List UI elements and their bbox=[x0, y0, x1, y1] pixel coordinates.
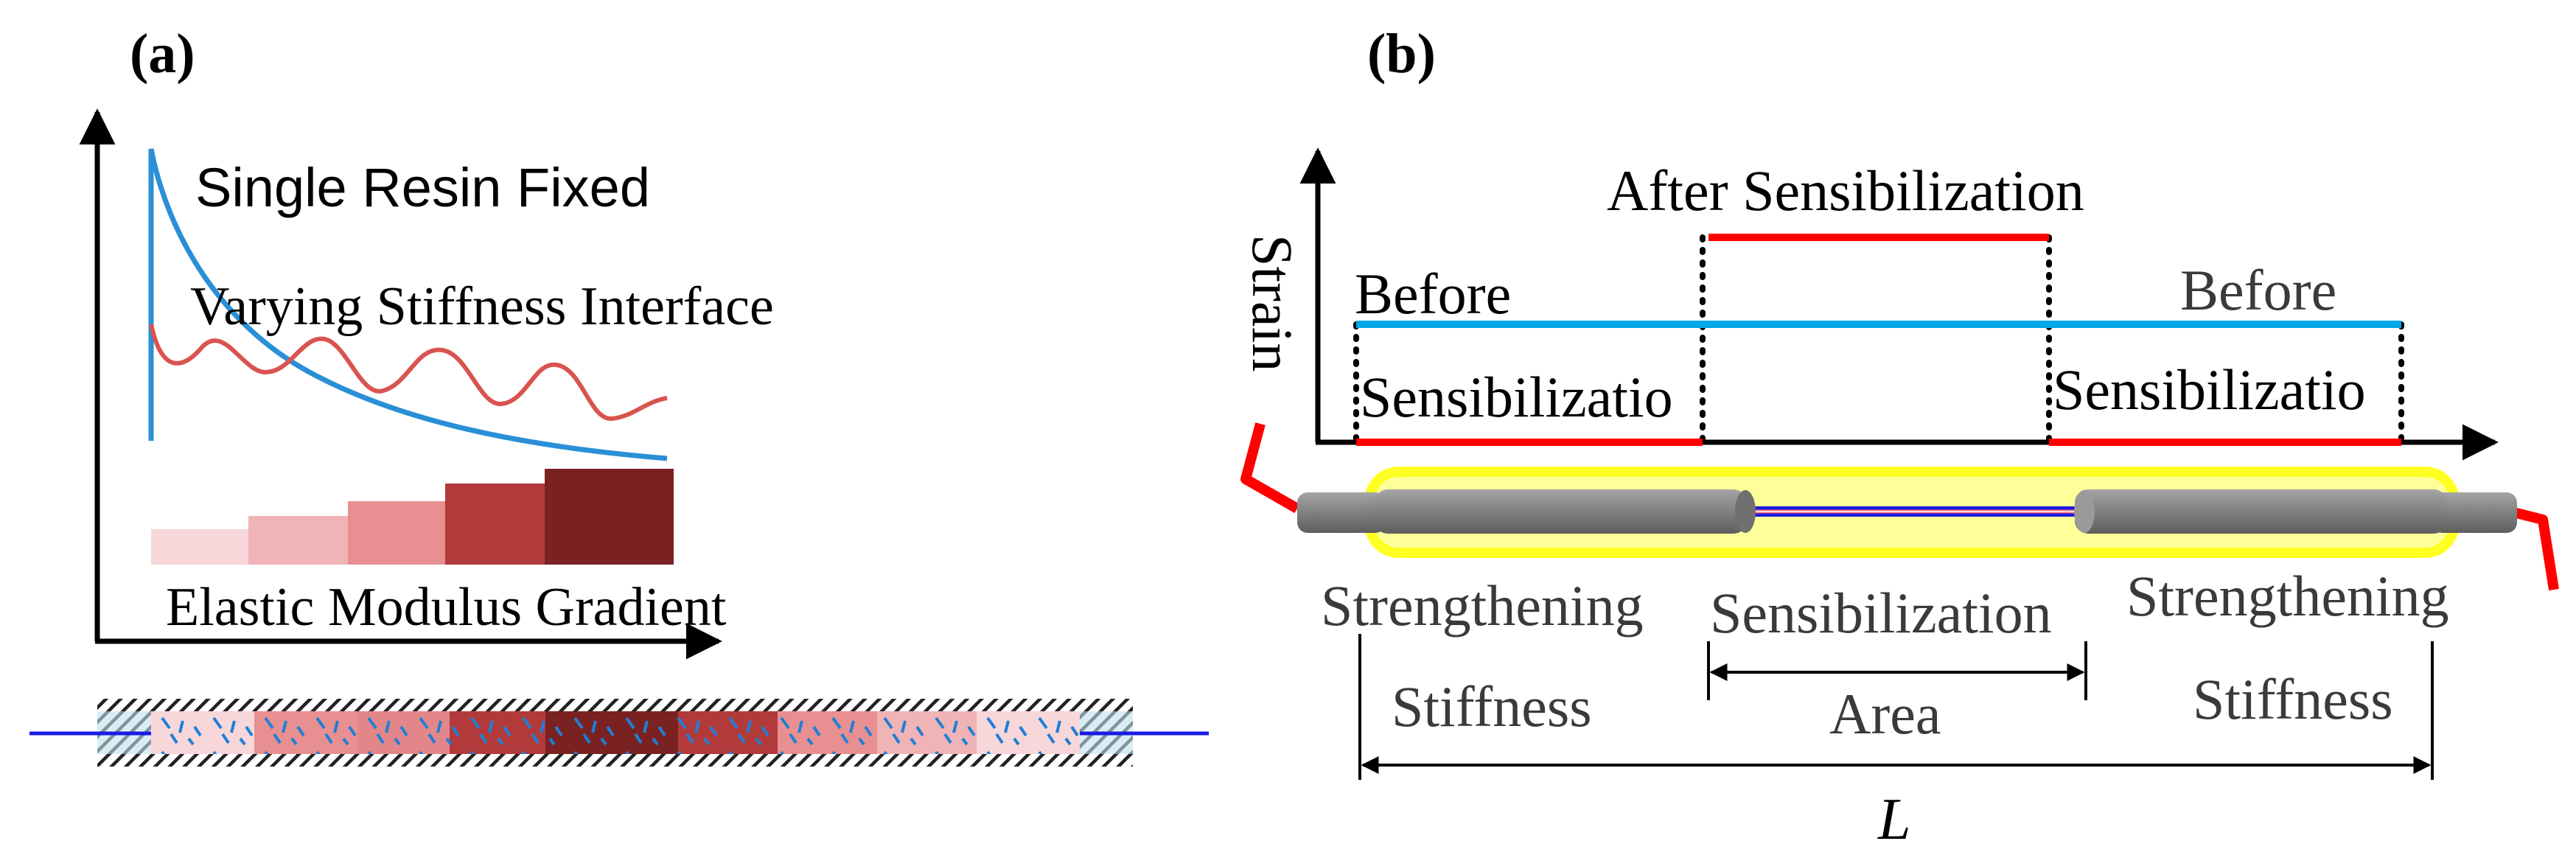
single-resin-label: Single Resin Fixed bbox=[195, 157, 650, 218]
varying-stiffness-curve bbox=[149, 324, 668, 421]
gradient-step-4 bbox=[445, 484, 545, 565]
before-left-line1: Before bbox=[1355, 262, 1511, 326]
tube-end-right bbox=[2432, 492, 2517, 533]
panel-a: (a) Single Resin Fixed Varying Stiffness… bbox=[29, 23, 1209, 767]
before-right-line1: Before bbox=[2180, 258, 2336, 322]
before-right-line2: Sensibilizatio bbox=[2053, 357, 2366, 422]
gradient-step-3 bbox=[348, 501, 445, 565]
panel-b-label: (b) bbox=[1367, 23, 1436, 85]
left-region-line2: Stiffness bbox=[1392, 674, 1592, 739]
single-resin-curve bbox=[148, 148, 668, 461]
lead-wire-left bbox=[1240, 422, 1300, 514]
tube-cap-right bbox=[2074, 490, 2095, 533]
gradient-sensor bbox=[29, 699, 1209, 767]
region-dividers bbox=[1353, 234, 2404, 445]
strengthening-tube-left bbox=[1375, 489, 1747, 534]
sensor-fibers-overlay bbox=[151, 711, 1080, 754]
middle-region-line2: Area bbox=[1829, 682, 1941, 746]
right-region-line2: Stiffness bbox=[2193, 667, 2393, 731]
middle-region-line1: Sensibilization bbox=[1710, 581, 2052, 645]
length-label: L bbox=[1877, 787, 1911, 852]
gradient-step-2 bbox=[248, 516, 348, 565]
strengthened-sensor bbox=[1240, 422, 2559, 591]
right-region-line1: Strengthening bbox=[2126, 564, 2449, 628]
tube-cap-left bbox=[1735, 490, 1756, 533]
strain-axis-label: Strain bbox=[1240, 234, 1305, 371]
gradient-label: Elastic Modulus Gradient bbox=[166, 577, 727, 638]
tube-end-left bbox=[1297, 492, 1386, 533]
gradient-step-5 bbox=[545, 469, 674, 565]
panel-b: (b) Strain After Sensibilization Before … bbox=[1240, 23, 2559, 852]
varying-stiffness-label: Varying Stiffness Interface bbox=[190, 276, 774, 337]
elastic-modulus-gradient bbox=[151, 469, 674, 565]
panel-a-label: (a) bbox=[130, 23, 195, 85]
left-region-line1: Strengthening bbox=[1321, 573, 1644, 638]
before-left-line2: Sensibilizatio bbox=[1360, 365, 1673, 429]
after-sensibilization-label: After Sensibilization bbox=[1607, 158, 2084, 223]
strengthening-tube-right bbox=[2075, 489, 2447, 534]
gradient-step-1 bbox=[151, 529, 248, 565]
